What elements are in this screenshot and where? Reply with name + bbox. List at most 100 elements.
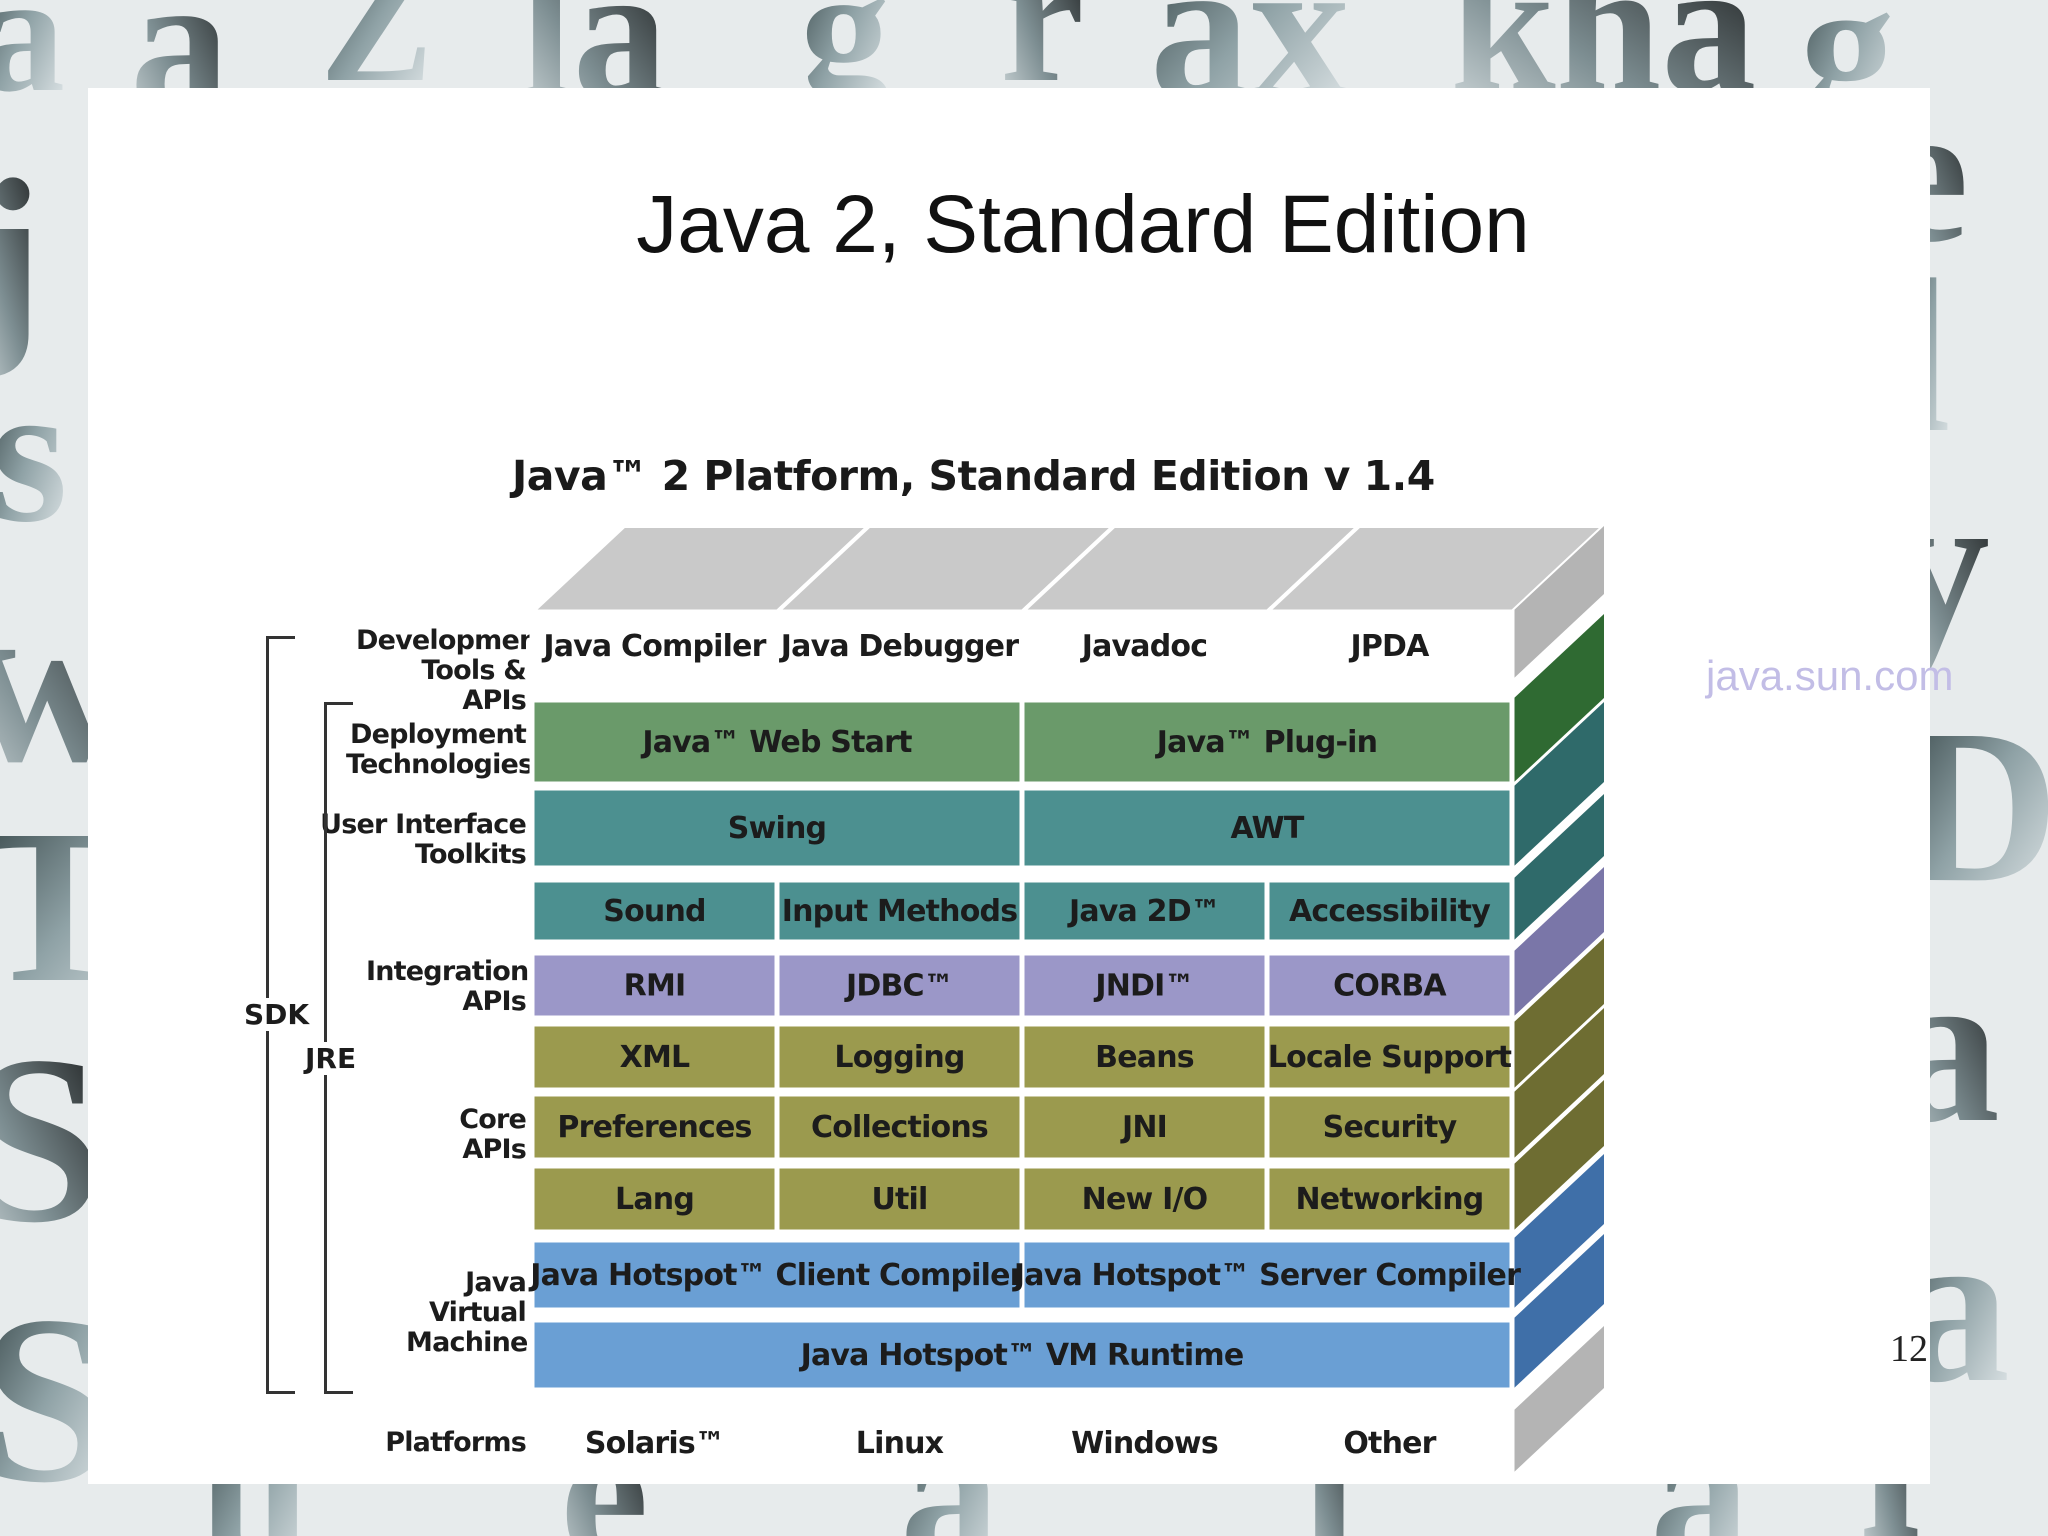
component-label: RMI: [624, 969, 686, 1004]
component-cell: JPDA: [1264, 609, 1515, 683]
component-label: JDBC™: [844, 969, 953, 1004]
component-label: Other: [1343, 1426, 1436, 1461]
layer-core-2: Preferences Collections JNI Security: [529, 1008, 1604, 1163]
label-integration: Integration APIs: [366, 956, 529, 1017]
jre-label: JRE: [305, 1042, 357, 1075]
svg-text:j: j: [0, 134, 43, 378]
component-label: Collections: [811, 1110, 988, 1145]
component-label: Java Compiler: [541, 629, 766, 664]
component-cell: Lang: [529, 1163, 780, 1235]
component-cell: Java Compiler: [529, 609, 780, 683]
component-cell: Java™ Web Start: [529, 697, 1025, 787]
component-label: Input Methods: [782, 894, 1018, 929]
component-label: Javadoc: [1080, 629, 1207, 664]
component-label: Windows: [1071, 1426, 1218, 1461]
svg-text:S: S: [0, 1006, 103, 1272]
component-label: Accessibility: [1289, 894, 1491, 929]
layer-core-1: XML Logging Beans Locale Support: [529, 938, 1604, 1093]
component-cell: Security: [1264, 1091, 1515, 1163]
layer-platforms: Solaris™ Linux Windows Other: [529, 1326, 1604, 1477]
component-label: Java™ Plug-in: [1155, 725, 1377, 760]
layer-side-face: [1512, 867, 1604, 1018]
component-label: CORBA: [1333, 969, 1447, 1004]
component-cell: Java Hotspot™ VM Runtime: [529, 1317, 1515, 1393]
component-cell: Accessibility: [1264, 877, 1515, 945]
component-cell: Sound: [529, 877, 780, 945]
component-label: Beans: [1095, 1040, 1194, 1075]
label-platforms: Platforms: [385, 1427, 527, 1458]
label-dev-tools: Development Tools & APIs: [356, 625, 550, 716]
component-cell: Input Methods: [774, 877, 1025, 945]
component-cell: Networking: [1264, 1163, 1515, 1235]
component-label: Lang: [615, 1182, 694, 1217]
label-deployment: Deployment Technologies: [346, 719, 534, 780]
component-label: Preferences: [557, 1110, 751, 1145]
layer-side-face: [1512, 702, 1604, 868]
component-label: Sound: [603, 894, 705, 929]
layer-side-face: [1512, 614, 1604, 784]
component-label: Java 2D™: [1067, 894, 1220, 929]
layer-side-face: [1512, 1234, 1604, 1390]
component-cell: Javadoc: [1019, 609, 1270, 683]
layer-ui-toolkits-1: Swing AWT: [529, 702, 1604, 871]
component-label: XML: [620, 1040, 690, 1075]
source-watermark: java.sun.com: [1706, 652, 1954, 699]
component-cell: Preferences: [529, 1091, 780, 1163]
component-label: Java Hotspot™ Client Compiler: [528, 1258, 1024, 1293]
component-label: New I/O: [1082, 1182, 1208, 1217]
layer-core-3: Lang Util New I/O Networking: [529, 1080, 1604, 1235]
component-cell: Java Debugger: [774, 609, 1025, 683]
component-cell: Windows: [1019, 1409, 1270, 1477]
layer-side-face: [1512, 1154, 1604, 1310]
component-cell: JDBC™: [774, 950, 1025, 1021]
component-cell: XML: [529, 1021, 780, 1093]
component-label: Locale Support: [1268, 1040, 1512, 1075]
component-cell: Java Hotspot™ Server Compiler: [1012, 1237, 1522, 1313]
component-cell: Java Hotspot™ Client Compiler: [528, 1237, 1025, 1313]
component-cell: JNDI™: [1019, 950, 1270, 1021]
component-label: Java™ Web Start: [640, 725, 912, 760]
component-label: Java Hotspot™ VM Runtime: [799, 1338, 1244, 1373]
layer-side-face: [1512, 938, 1604, 1090]
component-cell: Linux: [774, 1409, 1025, 1477]
component-cell: Solaris™: [529, 1409, 780, 1477]
component-cell: Other: [1264, 1409, 1515, 1477]
sdk-label: SDK: [244, 998, 310, 1031]
label-ui-toolkits: User Interface Toolkits: [320, 809, 527, 870]
layer-side-face: [1512, 526, 1604, 680]
component-cell: CORBA: [1264, 950, 1515, 1021]
component-cell: AWT: [1019, 785, 1515, 871]
component-label: JNI: [1120, 1110, 1167, 1145]
component-cell: RMI: [529, 950, 780, 1021]
layer-jvm-2: Java Hotspot™ VM Runtime: [529, 1234, 1604, 1393]
diagram-title: Java™ 2 Platform, Standard Edition v 1.4: [512, 452, 1435, 500]
component-label: Util: [871, 1182, 927, 1217]
svg-text:a: a: [0, 0, 65, 127]
component-label: JPDA: [1348, 629, 1430, 664]
component-cell: Logging: [774, 1021, 1025, 1093]
component-cell: Swing: [529, 785, 1025, 871]
layer-ui-toolkits-2: Sound Input Methods Java 2D™ Accessibility: [529, 794, 1604, 945]
component-cell: Locale Support: [1264, 1021, 1515, 1093]
layer-deployment: Java™ Web Start Java™ Plug-in: [529, 614, 1604, 787]
component-label: Networking: [1296, 1182, 1484, 1217]
layer-side-face: [1512, 1008, 1604, 1160]
component-label: Linux: [856, 1426, 944, 1461]
component-label: JNDI™: [1093, 969, 1193, 1004]
layer-integration: RMI JDBC™ JNDI™ CORBA: [529, 867, 1604, 1021]
component-label: Solaris™: [585, 1426, 724, 1461]
component-label: Swing: [728, 811, 826, 846]
page-number: 12: [1890, 1328, 1928, 1370]
label-core: Core APIs: [459, 1104, 527, 1165]
component-label: Logging: [834, 1040, 964, 1075]
component-cell: JNI: [1019, 1091, 1270, 1163]
component-cell: Java 2D™: [1019, 877, 1270, 945]
component-cell: New I/O: [1019, 1163, 1270, 1235]
component-label: Java Hotspot™ Server Compiler: [1012, 1258, 1521, 1293]
slide-title: Java 2, Standard Edition: [636, 179, 1530, 270]
component-label: AWT: [1230, 811, 1304, 846]
layer-side-face: [1512, 794, 1604, 942]
